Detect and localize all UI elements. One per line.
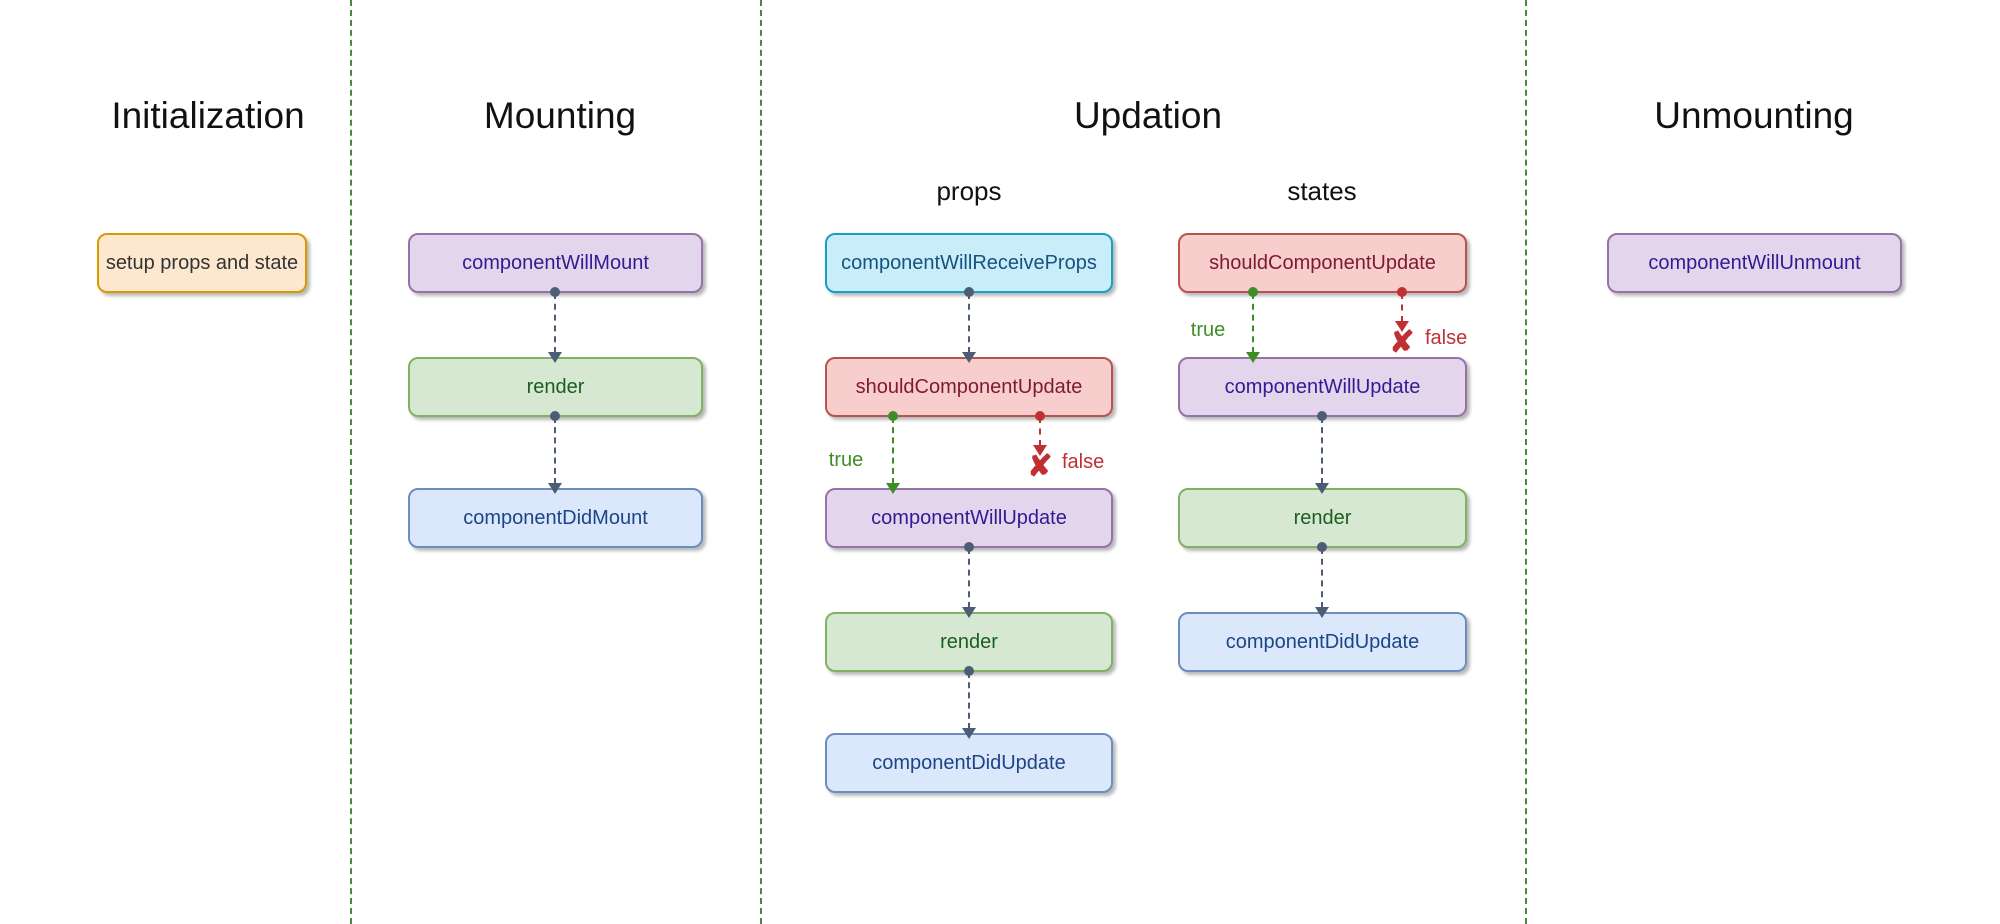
section-divider-3 (1525, 0, 1527, 924)
connector-start-dot (964, 287, 974, 297)
connector-dashed-line (554, 293, 556, 353)
connector-false-branch-states (1395, 287, 1409, 332)
connector-start-dot (1317, 411, 1327, 421)
subcolumn-title-states: states (1287, 176, 1357, 206)
node-componentdidmount: componentDidMount (408, 488, 703, 548)
connector-dashed-line (968, 672, 970, 729)
connector-dashed-line (1252, 293, 1254, 353)
connector-start-dot (888, 411, 898, 421)
connector-render-to-didmount (548, 411, 562, 494)
arrow-down-icon (962, 728, 976, 739)
branch-label-true-props: true (828, 449, 864, 471)
connector-willupdate-to-render-states (1315, 411, 1329, 494)
connector-willmount-to-render (548, 287, 562, 363)
node-componentwillreceiveprops: componentWillReceiveProps (825, 233, 1113, 293)
node-shouldcomponentupdate-props: shouldComponentUpdate (825, 357, 1113, 417)
false-x-icon: ✘ (1389, 326, 1415, 359)
connector-dashed-line (554, 417, 556, 484)
node-componentdidupdate-props: componentDidUpdate (825, 733, 1113, 793)
arrow-down-icon (1395, 321, 1409, 332)
node-componentdidupdate-states: componentDidUpdate (1178, 612, 1467, 672)
connector-start-dot (550, 411, 560, 421)
branch-label-false-states: false (1425, 327, 1468, 349)
node-componentwillmount: componentWillMount (408, 233, 703, 293)
node-componentwillunmount: componentWillUnmount (1607, 233, 1902, 293)
node-setup-props-and-state: setup props and state (97, 233, 307, 293)
section-title-mounting: Mounting (483, 95, 637, 136)
connector-false-branch-props (1033, 411, 1047, 456)
connector-willupdate-to-render-props (962, 542, 976, 618)
arrow-down-icon (1033, 445, 1047, 456)
arrow-down-icon (962, 607, 976, 618)
node-componentwillupdate-props: componentWillUpdate (825, 488, 1113, 548)
connector-dashed-line (892, 417, 894, 484)
connector-start-dot (1035, 411, 1045, 421)
node-render-states: render (1178, 488, 1467, 548)
node-componentwillupdate-states: componentWillUpdate (1178, 357, 1467, 417)
connector-start-dot (964, 542, 974, 552)
connector-start-dot (1248, 287, 1258, 297)
connector-receiveprops-to-shouldupdate (962, 287, 976, 363)
arrow-down-icon (962, 352, 976, 363)
section-title-initialization: Initialization (111, 95, 305, 136)
branch-label-true-states: true (1190, 319, 1226, 341)
section-divider-2 (760, 0, 762, 924)
connector-dashed-line (1039, 417, 1041, 446)
node-render-props: render (825, 612, 1113, 672)
connector-start-dot (964, 666, 974, 676)
connector-start-dot (1397, 287, 1407, 297)
connector-true-branch-props (886, 411, 900, 494)
section-divider-1 (350, 0, 352, 924)
connector-start-dot (1317, 542, 1327, 552)
branch-label-false-props: false (1062, 451, 1105, 473)
false-x-icon: ✘ (1027, 450, 1053, 483)
connector-render-to-didupdate-states (1315, 542, 1329, 618)
connector-true-branch-states (1246, 287, 1260, 363)
connector-render-to-didupdate-props (962, 666, 976, 739)
arrow-down-icon (548, 483, 562, 494)
arrow-down-icon (1246, 352, 1260, 363)
arrow-down-icon (1315, 483, 1329, 494)
node-shouldcomponentupdate-states: shouldComponentUpdate (1178, 233, 1467, 293)
connector-dashed-line (1401, 293, 1403, 322)
connector-start-dot (550, 287, 560, 297)
subcolumn-title-props: props (936, 176, 1002, 206)
connector-dashed-line (968, 548, 970, 608)
arrow-down-icon (886, 483, 900, 494)
connector-dashed-line (968, 293, 970, 353)
node-render-mounting: render (408, 357, 703, 417)
arrow-down-icon (1315, 607, 1329, 618)
section-title-unmounting: Unmounting (1654, 95, 1854, 136)
section-title-updation: Updation (1073, 95, 1223, 136)
connector-dashed-line (1321, 417, 1323, 484)
arrow-down-icon (548, 352, 562, 363)
connector-dashed-line (1321, 548, 1323, 608)
